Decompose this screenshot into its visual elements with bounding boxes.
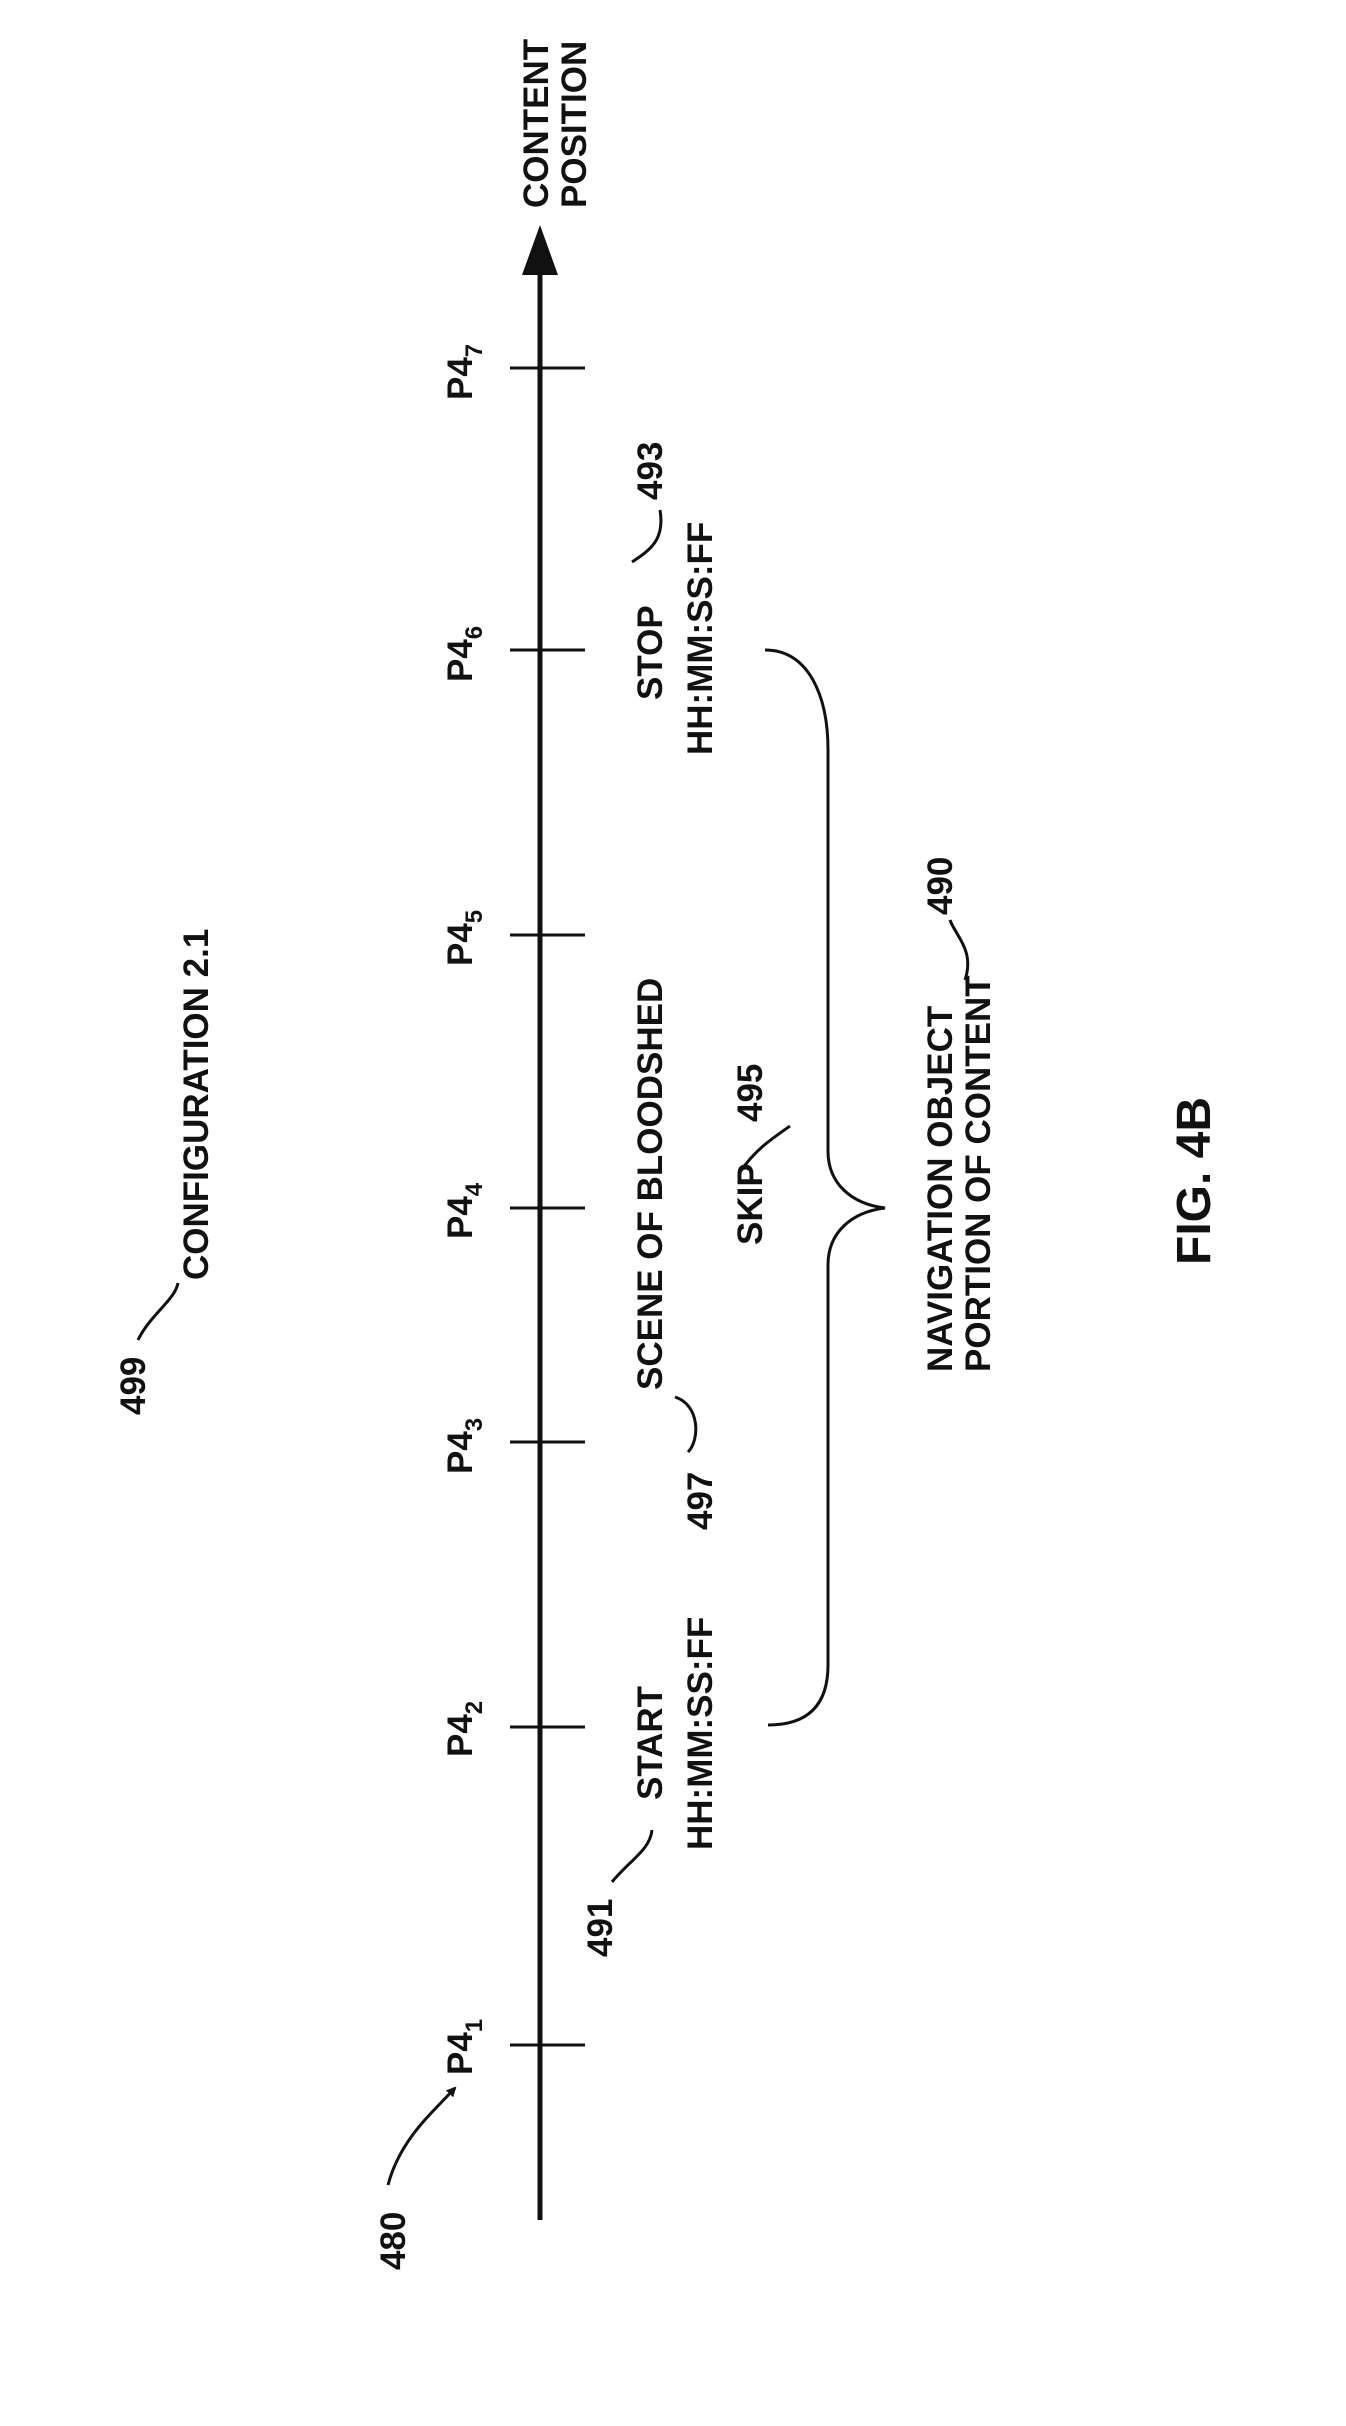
- portion-of-content-label: PORTION OF CONTENT: [959, 975, 998, 1372]
- stop-timecode: HH:MM:SS:FF: [681, 522, 720, 755]
- ref-480: 480: [374, 2212, 413, 2270]
- ref-490: 490: [921, 857, 960, 915]
- content-axis-arrowhead: [522, 225, 558, 275]
- start-timecode: HH:MM:SS:FF: [681, 1617, 720, 1850]
- axis-label-position: POSITION: [555, 41, 594, 208]
- position-label-p4-4: P44: [441, 1182, 488, 1239]
- axis-ticks: [510, 368, 585, 2045]
- position-label-p4-1: P41: [441, 2019, 488, 2075]
- leader-490: [950, 920, 968, 980]
- ref-493: 493: [631, 442, 670, 500]
- configuration-label: CONFIGURATION 2.1: [177, 929, 216, 1280]
- ref-497: 497: [681, 1472, 720, 1530]
- leader-499: [138, 1283, 178, 1340]
- ref-491: 491: [581, 1899, 620, 1957]
- leader-497: [675, 1397, 696, 1452]
- scene-label: SCENE OF BLOODSHED: [631, 978, 670, 1390]
- position-label-p4-7: P47: [441, 344, 488, 400]
- position-labels: P41 P42 P43 P44 P45 P46 P47: [441, 344, 488, 2075]
- axis-label-content: CONTENT: [517, 39, 556, 208]
- figure-caption: FIG. 4B: [1168, 1097, 1221, 1265]
- position-label-p4-2: P42: [441, 1701, 488, 1757]
- navigation-object-label: NAVIGATION OBJECT: [921, 1006, 960, 1372]
- leader-491: [612, 1830, 652, 1882]
- leader-480-arrow: [388, 2088, 455, 2185]
- stop-label: STOP: [631, 605, 670, 700]
- position-label-p4-3: P43: [441, 1418, 488, 1474]
- start-label: START: [631, 1686, 670, 1800]
- leader-493: [632, 510, 661, 562]
- skip-label: SKIP: [731, 1163, 770, 1245]
- position-label-p4-6: P46: [441, 626, 488, 682]
- ref-495: 495: [731, 1064, 770, 1122]
- navigation-object-brace: [765, 650, 885, 1725]
- ref-499: 499: [114, 1357, 153, 1415]
- position-label-p4-5: P45: [441, 910, 488, 966]
